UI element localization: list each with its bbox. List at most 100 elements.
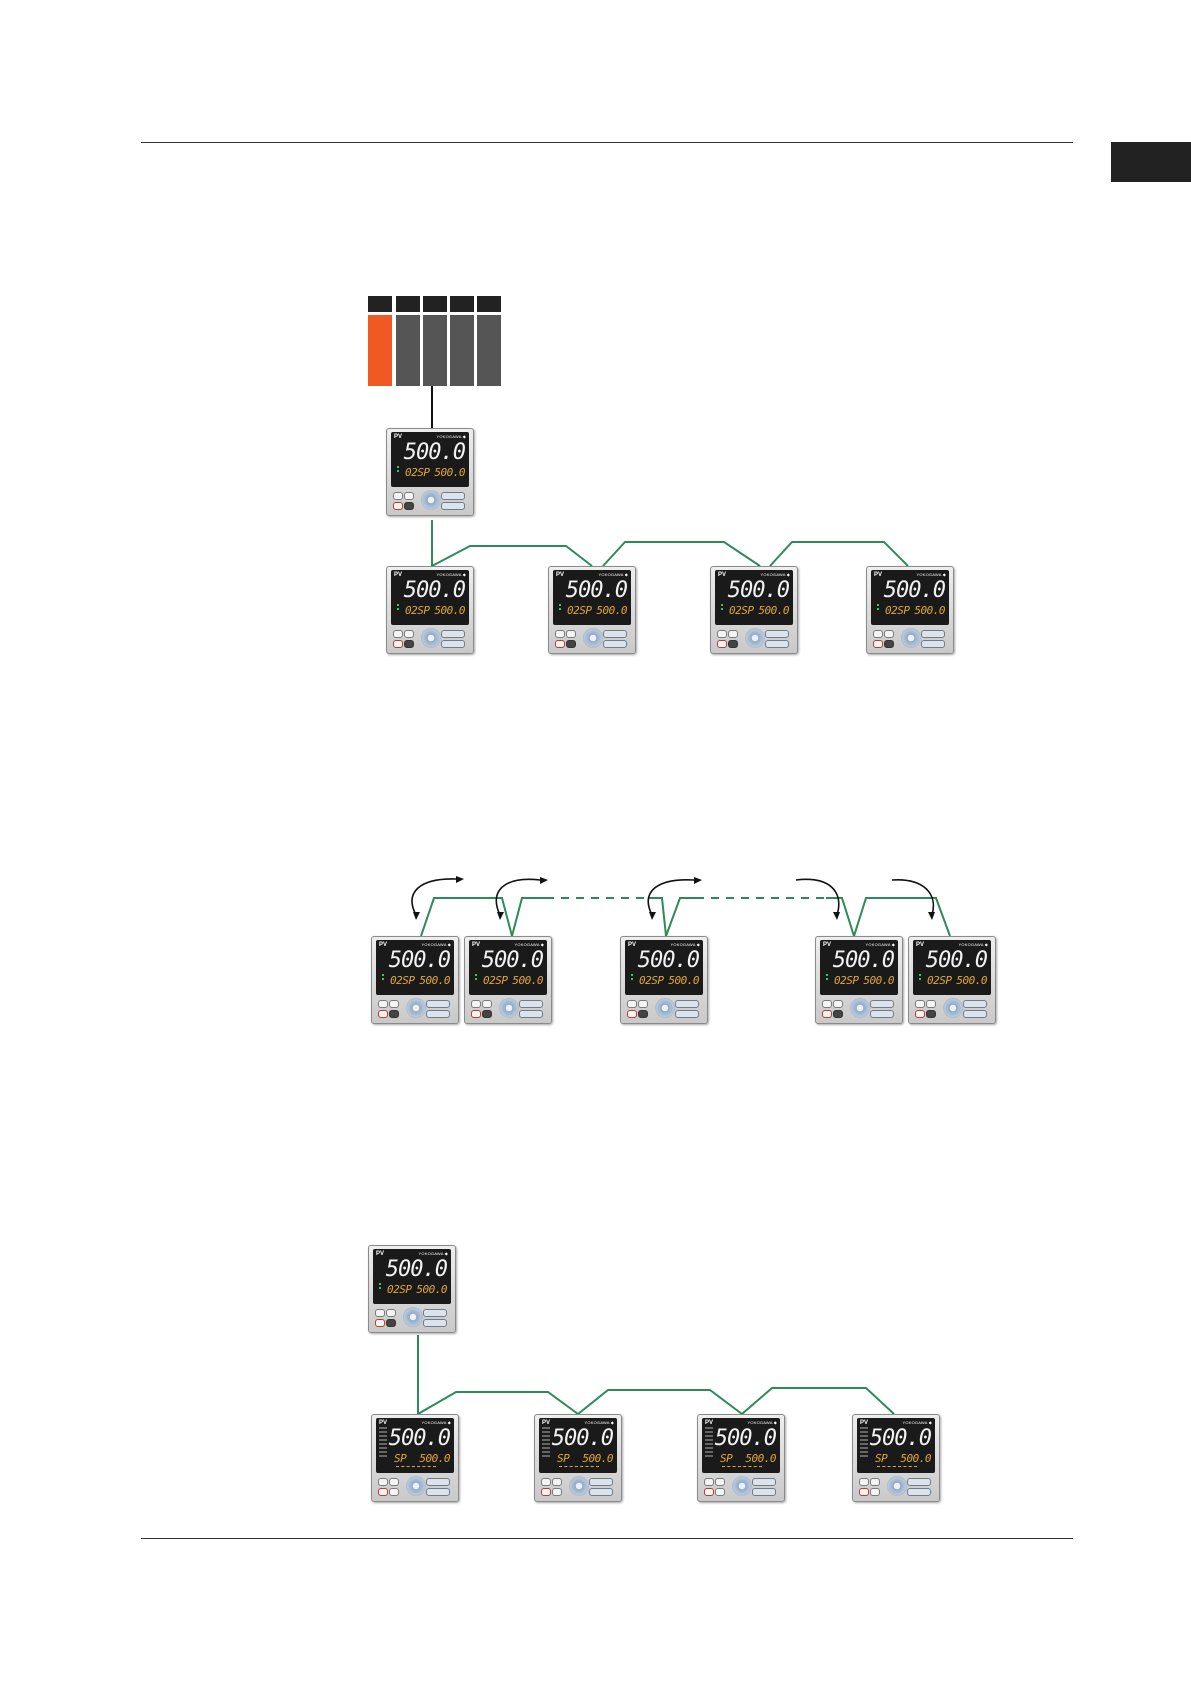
parameter-button[interactable] <box>921 640 945 648</box>
key-button[interactable] <box>859 1488 869 1496</box>
key-button[interactable] <box>915 1010 925 1018</box>
key-button[interactable] <box>541 1478 551 1486</box>
key-button[interactable] <box>378 1010 388 1018</box>
key-button[interactable] <box>386 1309 396 1317</box>
key-button[interactable] <box>704 1488 714 1496</box>
display-button[interactable] <box>589 1478 613 1486</box>
key-button[interactable] <box>926 1000 936 1008</box>
key-button[interactable] <box>884 630 894 638</box>
key-button[interactable] <box>728 630 738 638</box>
key-button[interactable] <box>389 1000 399 1008</box>
navigation-dial-icon[interactable] <box>655 998 675 1018</box>
key-button[interactable] <box>884 640 894 648</box>
key-button[interactable] <box>482 1010 492 1018</box>
key-button[interactable] <box>541 1488 551 1496</box>
navigation-dial-icon[interactable] <box>406 1476 426 1496</box>
key-button[interactable] <box>717 630 727 638</box>
key-button[interactable] <box>873 640 883 648</box>
parameter-button[interactable] <box>752 1488 776 1496</box>
key-button[interactable] <box>378 1000 388 1008</box>
parameter-button[interactable] <box>870 1010 894 1018</box>
navigation-dial-icon[interactable] <box>569 1476 589 1496</box>
key-button[interactable] <box>386 1319 396 1327</box>
parameter-button[interactable] <box>963 1010 987 1018</box>
parameter-button[interactable] <box>426 1010 450 1018</box>
key-button[interactable] <box>471 1010 481 1018</box>
key-button[interactable] <box>926 1010 936 1018</box>
key-button[interactable] <box>822 1000 832 1008</box>
key-button[interactable] <box>393 640 403 648</box>
key-button[interactable] <box>566 640 576 648</box>
navigation-dial-icon[interactable] <box>421 628 441 648</box>
key-button[interactable] <box>471 1000 481 1008</box>
key-button[interactable] <box>389 1478 399 1486</box>
key-button[interactable] <box>389 1010 399 1018</box>
key-button[interactable] <box>870 1488 880 1496</box>
key-button[interactable] <box>404 492 414 500</box>
parameter-button[interactable] <box>441 640 465 648</box>
key-button[interactable] <box>375 1309 385 1317</box>
parameter-button[interactable] <box>765 640 789 648</box>
key-button[interactable] <box>393 630 403 638</box>
navigation-dial-icon[interactable] <box>943 998 963 1018</box>
parameter-button[interactable] <box>907 1488 931 1496</box>
key-button[interactable] <box>822 1010 832 1018</box>
display-button[interactable] <box>426 1478 450 1486</box>
navigation-dial-icon[interactable] <box>745 628 765 648</box>
key-button[interactable] <box>404 640 414 648</box>
parameter-button[interactable] <box>519 1010 543 1018</box>
navigation-dial-icon[interactable] <box>732 1476 752 1496</box>
key-button[interactable] <box>393 492 403 500</box>
parameter-button[interactable] <box>426 1488 450 1496</box>
navigation-dial-icon[interactable] <box>406 998 426 1018</box>
key-button[interactable] <box>555 630 565 638</box>
parameter-button[interactable] <box>441 502 465 510</box>
key-button[interactable] <box>393 502 403 510</box>
display-button[interactable] <box>765 630 789 638</box>
key-button[interactable] <box>378 1478 388 1486</box>
key-button[interactable] <box>870 1478 880 1486</box>
navigation-dial-icon[interactable] <box>403 1307 423 1327</box>
key-button[interactable] <box>389 1488 399 1496</box>
key-button[interactable] <box>404 502 414 510</box>
key-button[interactable] <box>638 1000 648 1008</box>
display-button[interactable] <box>675 1000 699 1008</box>
key-button[interactable] <box>555 640 565 648</box>
key-button[interactable] <box>375 1319 385 1327</box>
display-button[interactable] <box>921 630 945 638</box>
display-button[interactable] <box>907 1478 931 1486</box>
key-button[interactable] <box>728 640 738 648</box>
key-button[interactable] <box>627 1000 637 1008</box>
key-button[interactable] <box>717 640 727 648</box>
key-button[interactable] <box>404 630 414 638</box>
navigation-dial-icon[interactable] <box>421 490 441 510</box>
key-button[interactable] <box>704 1478 714 1486</box>
key-button[interactable] <box>833 1000 843 1008</box>
key-button[interactable] <box>482 1000 492 1008</box>
parameter-button[interactable] <box>603 640 627 648</box>
navigation-dial-icon[interactable] <box>901 628 921 648</box>
navigation-dial-icon[interactable] <box>887 1476 907 1496</box>
parameter-button[interactable] <box>589 1488 613 1496</box>
navigation-dial-icon[interactable] <box>583 628 603 648</box>
display-button[interactable] <box>441 492 465 500</box>
display-button[interactable] <box>441 630 465 638</box>
display-button[interactable] <box>426 1000 450 1008</box>
display-button[interactable] <box>423 1309 447 1317</box>
key-button[interactable] <box>638 1010 648 1018</box>
key-button[interactable] <box>859 1478 869 1486</box>
key-button[interactable] <box>566 630 576 638</box>
display-button[interactable] <box>752 1478 776 1486</box>
key-button[interactable] <box>833 1010 843 1018</box>
display-button[interactable] <box>870 1000 894 1008</box>
parameter-button[interactable] <box>675 1010 699 1018</box>
display-button[interactable] <box>603 630 627 638</box>
key-button[interactable] <box>627 1010 637 1018</box>
display-button[interactable] <box>963 1000 987 1008</box>
key-button[interactable] <box>552 1488 562 1496</box>
key-button[interactable] <box>715 1478 725 1486</box>
parameter-button[interactable] <box>423 1319 447 1327</box>
key-button[interactable] <box>715 1488 725 1496</box>
key-button[interactable] <box>378 1488 388 1496</box>
key-button[interactable] <box>552 1478 562 1486</box>
